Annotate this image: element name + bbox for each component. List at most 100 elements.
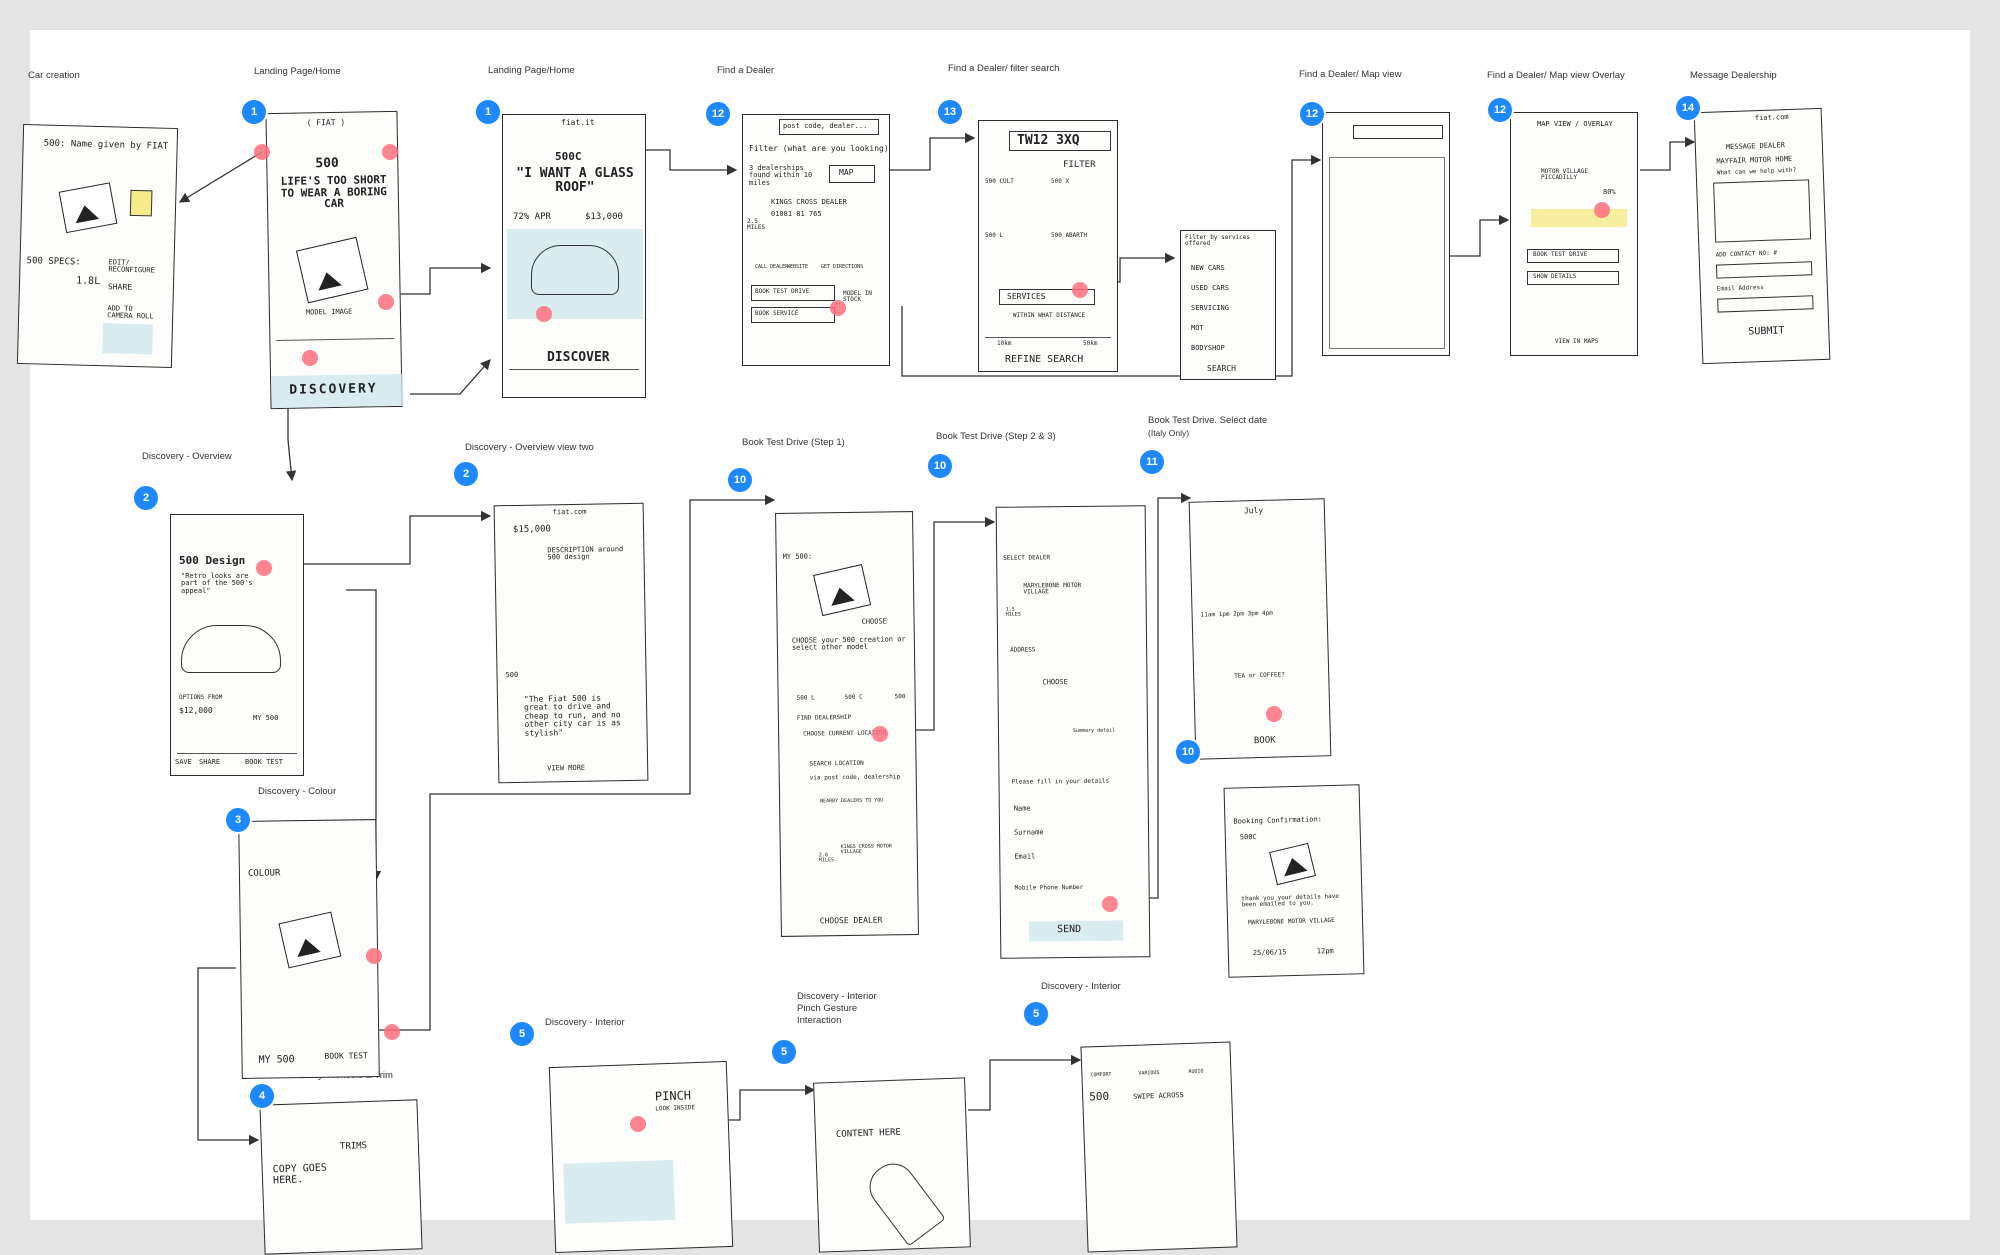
step1-miles: 2.0 MILES bbox=[818, 852, 835, 864]
step1-model-2[interactable]: 500 C bbox=[844, 693, 863, 702]
filter-model-3[interactable]: 500 L bbox=[985, 232, 1004, 239]
view-more-button[interactable]: VIEW MORE bbox=[547, 763, 586, 773]
hotspot[interactable] bbox=[378, 294, 394, 310]
refine-search-button[interactable]: REFINE SEARCH bbox=[1005, 354, 1084, 365]
hotspot[interactable] bbox=[256, 560, 272, 576]
services-search-button[interactable]: SEARCH bbox=[1207, 364, 1236, 373]
step1-model-3[interactable]: 500 bbox=[894, 693, 906, 701]
message-title: MESSAGE DEALER bbox=[1725, 141, 1785, 152]
step23-choose-button[interactable]: CHOOSE bbox=[1042, 678, 1068, 687]
car-creation-edit[interactable]: EDIT/ RECONFIGURE bbox=[108, 258, 155, 275]
hotspot[interactable] bbox=[384, 1024, 400, 1040]
step-badge: 2 bbox=[454, 462, 478, 486]
service-used-cars[interactable]: USED CARS bbox=[1191, 284, 1229, 292]
interior-tab-2[interactable]: VARIOUS bbox=[1138, 1069, 1160, 1077]
hotspot[interactable] bbox=[536, 306, 552, 322]
filter-model-2[interactable]: 500 X bbox=[1051, 178, 1070, 185]
step1-choose[interactable]: CHOOSE bbox=[861, 617, 887, 626]
services-dropdown[interactable] bbox=[999, 289, 1095, 305]
dealer-search-input[interactable] bbox=[779, 119, 879, 135]
trims-tab[interactable]: TRIMS bbox=[339, 1141, 368, 1153]
my-500-button[interactable]: MY 500 bbox=[258, 1054, 295, 1066]
car-creation-share[interactable]: SHARE bbox=[107, 282, 133, 292]
street-map-icon[interactable] bbox=[1329, 157, 1445, 349]
overlay-details-label: SHOW DETAILS bbox=[1533, 273, 1577, 280]
message-textarea[interactable] bbox=[1713, 179, 1812, 243]
service-mot[interactable]: MOT bbox=[1191, 324, 1204, 332]
overlay-book-button[interactable] bbox=[1527, 249, 1619, 263]
flow-arrow bbox=[256, 510, 492, 565]
hotspot[interactable] bbox=[254, 144, 270, 160]
label-discovery-interior-2: Discovery - Interior bbox=[1041, 981, 1121, 992]
postcode-input[interactable] bbox=[1009, 131, 1111, 151]
flow-arrow bbox=[890, 132, 976, 171]
step1-my: MY 500: bbox=[782, 552, 813, 561]
label-map-overlay: Find a Dealer/ Map view Overlay bbox=[1487, 70, 1625, 81]
phone-field[interactable]: Mobile Phone Number bbox=[1014, 883, 1084, 892]
image-placeholder-icon bbox=[1269, 842, 1316, 886]
hotspot[interactable] bbox=[830, 300, 846, 316]
hotspot[interactable] bbox=[1102, 896, 1118, 912]
time-slots[interactable]: 11am 1pm 2pm 3pm 4pm bbox=[1200, 609, 1273, 619]
name-field[interactable]: Name bbox=[1013, 804, 1031, 813]
get-directions[interactable]: GET DIRECTIONS bbox=[821, 264, 864, 270]
view-in-maps-link[interactable]: VIEW IN MAPS bbox=[1555, 338, 1599, 345]
frame-message-dealer: fiat.com MESSAGE DEALER MAYFAIR MOTOR HO… bbox=[1693, 107, 1831, 365]
filter-model-4[interactable]: 500 ABARTH bbox=[1051, 232, 1088, 239]
step1-model-1[interactable]: 500 L bbox=[796, 694, 815, 702]
hotspot[interactable] bbox=[1266, 706, 1282, 722]
confirmation-date: 25/06/15 bbox=[1252, 948, 1287, 958]
submit-button[interactable]: SUBMIT bbox=[1748, 325, 1785, 338]
dealer-filter[interactable]: Filter (what are you looking) bbox=[749, 144, 889, 153]
colour-book-button[interactable]: BOOK TEST bbox=[324, 1051, 368, 1061]
hotspot[interactable] bbox=[366, 948, 382, 964]
step23-dealer: MARYLEBONE MOTOR VILLAGE bbox=[1023, 581, 1082, 596]
call-dealer[interactable]: CALL DEALER bbox=[755, 264, 789, 270]
book-test-button[interactable]: BOOK TEST bbox=[245, 758, 283, 766]
hotspot[interactable] bbox=[630, 1116, 646, 1132]
service-new-cars[interactable]: NEW CARS bbox=[1191, 264, 1225, 272]
map-search-input[interactable] bbox=[1353, 125, 1443, 139]
save-button[interactable]: SAVE bbox=[175, 758, 192, 766]
overlay-details-button[interactable] bbox=[1527, 271, 1619, 285]
my-500-label: MY 500 bbox=[253, 714, 279, 722]
dealer-website[interactable]: WEBSITE bbox=[787, 264, 809, 270]
distance-slider[interactable] bbox=[985, 337, 1111, 338]
message-contact: ADD CONTACT NO: # bbox=[1715, 249, 1778, 259]
choose-dealer-button[interactable]: CHOOSE DEALER bbox=[819, 915, 883, 926]
overlay-highlight bbox=[1531, 209, 1627, 227]
hotspot[interactable] bbox=[1072, 282, 1088, 298]
discovery-button[interactable]: DISCOVERY bbox=[289, 381, 378, 398]
step-badge: 12 bbox=[706, 102, 730, 126]
interior-tab-3[interactable]: AUDIO bbox=[1188, 1068, 1204, 1075]
model-in-stock: MODEL IN STOCK bbox=[843, 290, 872, 304]
overview-price: $12,000 bbox=[179, 706, 213, 715]
car-creation-roll[interactable]: ADD TO CAMERA ROLL bbox=[107, 304, 154, 321]
search-location-link[interactable]: SEARCH LOCATION bbox=[809, 759, 864, 768]
filter-model-1[interactable]: 500 CULT bbox=[985, 178, 1014, 185]
discover-button[interactable]: DISCOVER bbox=[547, 350, 610, 365]
email-input[interactable] bbox=[1717, 295, 1814, 313]
step23-select: SELECT DEALER bbox=[1003, 554, 1051, 562]
hotspot[interactable] bbox=[1594, 202, 1610, 218]
contact-number-input[interactable] bbox=[1715, 261, 1813, 279]
email-field[interactable]: Email bbox=[1014, 852, 1036, 861]
service-bodyshop[interactable]: BODYSHOP bbox=[1191, 344, 1225, 352]
step23-miles: 1.5 MILES bbox=[1005, 606, 1021, 618]
hotspot[interactable] bbox=[382, 144, 398, 160]
confirmation-thanks: thank you your details have been emailed… bbox=[1241, 892, 1340, 909]
dealer-name: KINGS CROSS DEALER bbox=[771, 198, 847, 206]
share-button[interactable]: SHARE bbox=[199, 758, 221, 766]
map-button[interactable] bbox=[829, 165, 875, 183]
distance-min: 10km bbox=[997, 340, 1012, 347]
send-button[interactable]: SEND bbox=[1057, 923, 1082, 936]
colour-label: COLOUR bbox=[247, 868, 281, 879]
interior-tab-1[interactable]: COMFORT bbox=[1090, 1071, 1112, 1079]
overview2-description: DESCRIPTION around 500 design bbox=[547, 545, 624, 562]
book-test-drive-button[interactable] bbox=[751, 285, 835, 301]
hotspot[interactable] bbox=[302, 350, 318, 366]
hotspot[interactable] bbox=[872, 726, 888, 742]
surname-field[interactable]: Surname bbox=[1014, 828, 1044, 837]
service-servicing[interactable]: SERVICING bbox=[1191, 304, 1229, 312]
book-button[interactable]: BOOK bbox=[1253, 735, 1276, 747]
